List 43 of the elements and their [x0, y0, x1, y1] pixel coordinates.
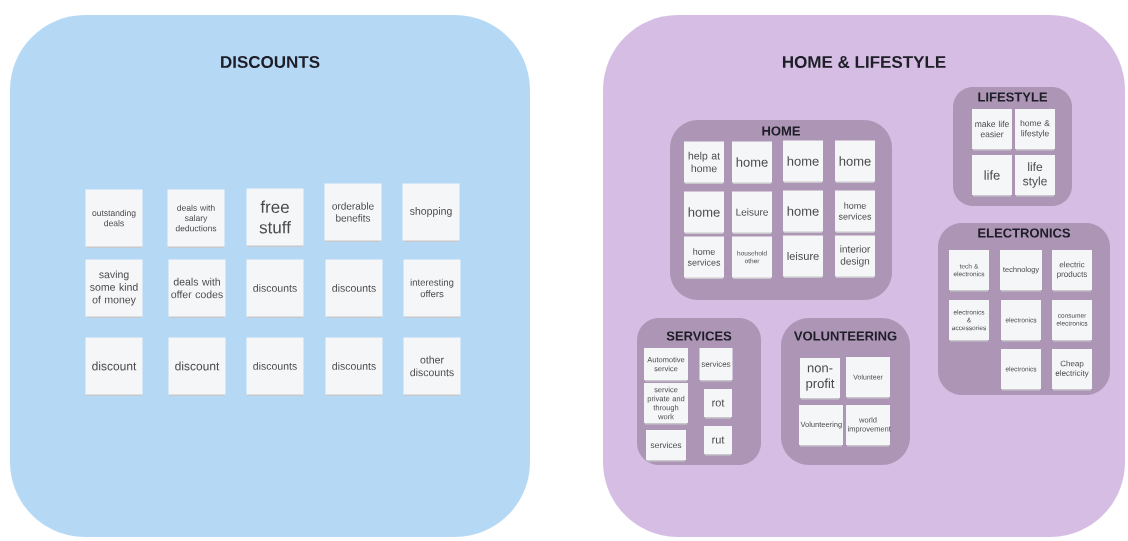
sticky-note: outstanding deals	[85, 189, 143, 248]
sticky-note: orderable benefits	[324, 183, 382, 242]
group-heading: DISCOUNTS	[221, 55, 320, 68]
sticky-note: home	[684, 191, 724, 234]
sticky-note: home	[835, 140, 875, 183]
group-heading: HOME	[762, 126, 800, 136]
sticky-note: home	[783, 190, 823, 233]
sticky-note: help at home	[684, 141, 724, 184]
sticky-note: rot	[704, 389, 732, 419]
group-heading: LIFESTYLE	[978, 92, 1048, 102]
sticky-note: non-profit	[800, 358, 840, 400]
sticky-note: interior design	[835, 235, 875, 278]
sticky-note: home	[732, 141, 772, 184]
sticky-note: Leisure	[732, 191, 772, 234]
group-heading: VOLUNTEERING	[793, 331, 897, 341]
sticky-note: make life easier	[972, 109, 1012, 151]
sticky-note: free stuff	[246, 188, 304, 247]
sticky-note: discounts	[246, 259, 304, 318]
sticky-note: discounts	[325, 259, 383, 318]
sticky-note: interesting offers	[403, 259, 461, 318]
sticky-note: discounts	[246, 337, 304, 396]
sticky-note: home	[783, 140, 823, 183]
sticky-note: home services	[684, 236, 724, 279]
sticky-note: services	[646, 430, 686, 462]
sticky-note: home services	[835, 190, 875, 233]
group-heading: HOME & LIFESTYLE	[782, 55, 946, 68]
sticky-note: discount	[168, 337, 226, 396]
sticky-note: Cheap electricity	[1052, 349, 1092, 391]
sticky-note: deals with offer codes	[168, 259, 226, 318]
sticky-note: discounts	[325, 337, 383, 396]
sticky-note: rut	[704, 426, 732, 456]
sticky-note: saving some kind of money	[85, 259, 143, 318]
sticky-note: life	[972, 155, 1012, 197]
sticky-note: shopping	[402, 183, 460, 242]
group-heading: ELECTRONICS	[978, 228, 1071, 238]
sticky-note: life style	[1015, 155, 1055, 197]
group-heading: SERVICES	[666, 331, 732, 341]
sticky-note: electric products	[1052, 250, 1092, 292]
sticky-note: home & lifestyle	[1015, 109, 1055, 151]
sticky-note: other discounts	[403, 337, 461, 396]
sticky-note: deals with salary deductions	[167, 189, 225, 248]
sticky-note: discount	[85, 337, 143, 396]
sticky-note: leisure	[783, 235, 823, 278]
